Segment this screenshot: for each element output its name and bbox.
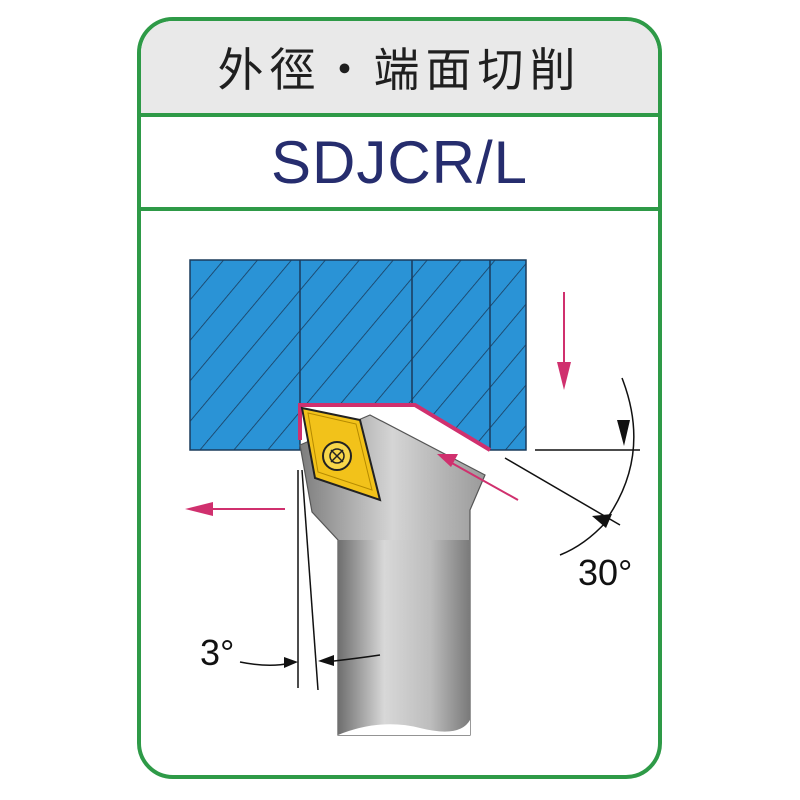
- clearance-angle-dimension: [239, 469, 381, 691]
- clearance-angle-label: 3°: [200, 632, 235, 673]
- header-bar: 外徑・端面切削: [141, 21, 658, 117]
- page-title: 外徑・端面切削: [217, 43, 582, 97]
- down-arrow-icon: [557, 292, 571, 390]
- model-bar: SDJCR/L: [141, 117, 658, 211]
- cutting-insert: [300, 406, 382, 502]
- diagonal-arrow-icon: [437, 454, 519, 501]
- model-code: SDJCR/L: [270, 128, 529, 196]
- approach-angle-dimension: [504, 377, 640, 556]
- approach-angle-label: 30°: [578, 552, 633, 593]
- tool-holder: [299, 414, 486, 736]
- screw-icon: [322, 441, 352, 471]
- left-arrow-icon: [185, 502, 285, 516]
- tool-path-line: [298, 403, 492, 452]
